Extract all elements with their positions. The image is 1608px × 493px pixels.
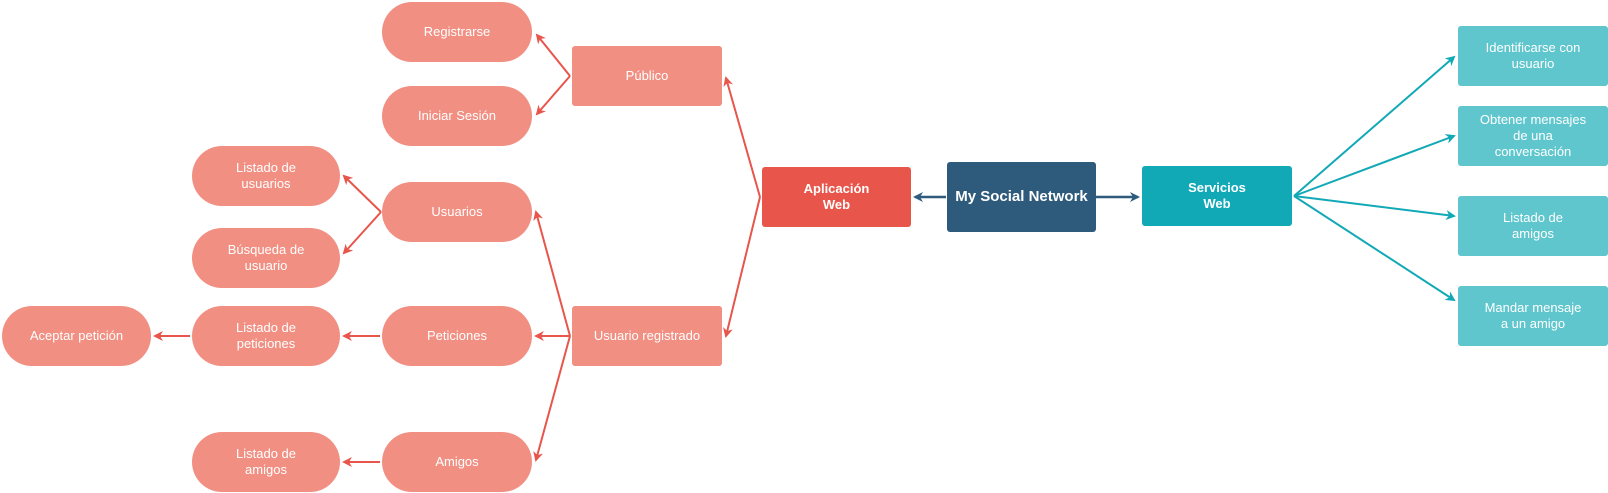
edge-ws-identify: [1293, 55, 1456, 197]
sign-up-node[interactable]: Registrarse: [382, 2, 532, 62]
log-in-node-label: Iniciar Sesión: [417, 108, 497, 123]
users-node-label: Usuarios: [431, 204, 483, 219]
requests-node[interactable]: Peticiones: [382, 306, 532, 366]
registered-user-node-label: Usuario registrado: [593, 328, 701, 343]
sign-up-node-label: Registrarse: [423, 24, 491, 39]
friends-node[interactable]: Amigos: [382, 432, 532, 492]
center-node-label: My Social Network: [955, 188, 1088, 205]
edge-registered-users: [533, 210, 571, 337]
accept-request-node[interactable]: Aceptar petición: [2, 306, 151, 366]
edge-ws-friends: [1293, 195, 1456, 220]
edge-ws-messages: [1293, 134, 1456, 197]
center-node[interactable]: My Social Network: [947, 162, 1096, 232]
edge-registered-friends: [533, 335, 571, 462]
edge-users-search: [342, 211, 382, 255]
edge-users-list: [342, 174, 382, 213]
edge-webapp-public: [723, 76, 761, 198]
users-node[interactable]: Usuarios: [382, 182, 532, 242]
log-in-node[interactable]: Iniciar Sesión: [382, 86, 532, 146]
public-node[interactable]: Público: [572, 46, 722, 106]
edge-ws-send: [1293, 195, 1456, 302]
public-node-label: Público: [625, 68, 669, 83]
friends-node-label: Amigos: [435, 454, 479, 469]
edge-public-login: [535, 75, 571, 116]
registered-user-node[interactable]: Usuario registrado: [572, 306, 722, 366]
edge-webapp-registered: [723, 196, 761, 338]
edge-public-signup: [535, 33, 571, 77]
requests-node-label: Peticiones: [427, 328, 487, 343]
accept-request-node-label: Aceptar petición: [29, 328, 124, 343]
